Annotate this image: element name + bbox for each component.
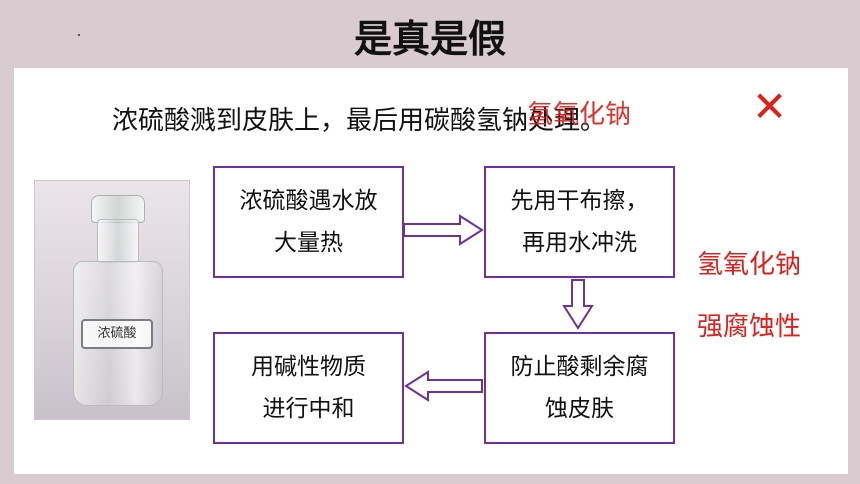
flow-box-neutralize-line2: 进行中和 (262, 396, 355, 422)
flow-box-heat-line2: 大量热 (274, 230, 343, 256)
flow-box-wipe-line1: 先用干布擦， (510, 188, 649, 214)
bottle-neck (97, 219, 139, 263)
overlay-correction-text: 氢氧化钠 (527, 100, 632, 130)
arrow-right-icon (403, 214, 484, 246)
statement-text: 浓硫酸溅到皮肤上，最后用碳酸氢钠处理。 (112, 106, 607, 136)
bottle-stopper (91, 195, 145, 223)
flow-box-wipe-line2: 再用水冲洗 (522, 230, 637, 256)
flow-box-heat-line1: 浓硫酸遇水放 (239, 188, 378, 214)
flow-box-neutralize: 用碱性物质 进行中和 (213, 332, 404, 444)
flow-box-prevent-line2: 蚀皮肤 (545, 396, 614, 422)
wrong-mark-icon: ✕ (752, 82, 788, 131)
acid-bottle-photo: 浓硫酸 (34, 180, 190, 420)
flow-box-prevent-line1: 防止酸剩余腐 (510, 354, 649, 380)
decorative-dot (78, 34, 80, 36)
side-note-line2: 强腐蚀性 (697, 312, 802, 342)
slide-title: 是真是假 (353, 17, 506, 61)
arrow-left-icon (404, 370, 483, 402)
flow-box-heat: 浓硫酸遇水放 大量热 (213, 166, 404, 278)
side-note-line1: 氢氧化钠 (697, 250, 802, 280)
flow-box-wipe-rinse: 先用干布擦， 再用水冲洗 (484, 166, 675, 278)
bottle-label: 浓硫酸 (81, 319, 153, 349)
flow-box-prevent-corrosion: 防止酸剩余腐 蚀皮肤 (484, 332, 675, 444)
arrow-down-icon (562, 279, 594, 330)
flow-box-neutralize-line1: 用碱性物质 (251, 354, 366, 380)
